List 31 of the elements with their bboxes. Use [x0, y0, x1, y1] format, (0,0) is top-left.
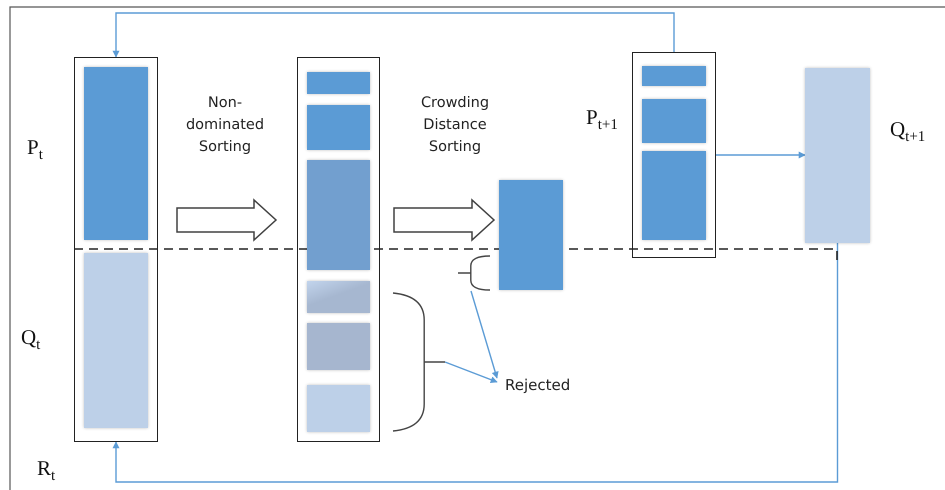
arrow — [444, 361, 498, 383]
population-bar — [307, 385, 370, 432]
arrow — [716, 152, 806, 158]
block-arrow — [393, 198, 496, 242]
curly-brace — [393, 292, 445, 432]
population-bar — [307, 160, 370, 270]
population-bar — [84, 253, 148, 428]
population-bar — [642, 66, 706, 86]
edge-label: Crowding Distance Sorting — [420, 94, 490, 157]
population-bar — [642, 151, 706, 240]
population-label: Q$_{t}$ — [21, 325, 40, 354]
population-label: R$_{t}$ — [37, 456, 56, 486]
population-bar — [805, 68, 870, 243]
population-bar — [84, 67, 148, 240]
population-bar — [307, 72, 370, 94]
population-bar — [307, 105, 370, 150]
population-column — [297, 57, 380, 442]
block-arrow — [176, 198, 278, 242]
curly-brace — [458, 255, 490, 291]
population-label: P$_{t}$ — [27, 135, 43, 164]
rejected-label: Rejected — [505, 376, 570, 394]
arrow — [112, 12, 675, 58]
edge-label: Non- dominated Sorting — [184, 94, 266, 157]
population-bar — [642, 99, 706, 143]
population-label: P$_{t+1}$ — [586, 105, 618, 134]
population-bar — [307, 323, 370, 370]
population-bar — [307, 281, 370, 313]
arrow — [470, 290, 499, 379]
population-bar — [499, 180, 563, 290]
arrow — [112, 243, 838, 483]
population-label: Q$_{t+1}$ — [890, 117, 926, 146]
